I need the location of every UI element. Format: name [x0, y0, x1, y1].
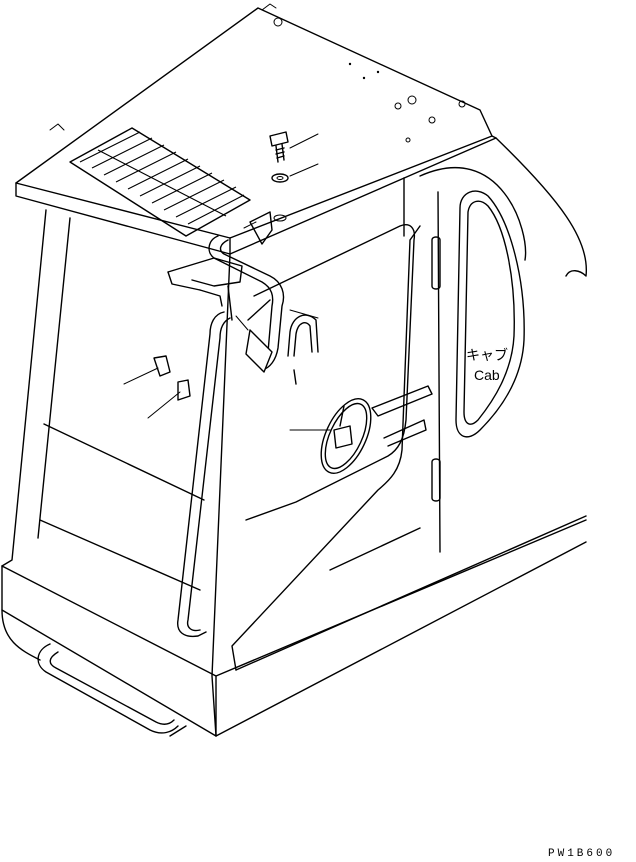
roof-panel: [15, 3, 497, 255]
clamp-part: [153, 355, 191, 401]
washer-part: [271, 173, 289, 222]
cab-label-japanese: キャブ: [466, 347, 508, 363]
rear-window: [431, 190, 525, 502]
leader-lines: [123, 133, 331, 431]
cab-side-body: [211, 137, 588, 737]
mounting-bracket: [243, 211, 273, 245]
drawing-code: PW1B600: [548, 848, 615, 860]
cab-label-english: Cab: [474, 367, 500, 383]
cab-door: [231, 224, 433, 671]
roof-pipe: [208, 235, 319, 385]
cab-base: [1, 565, 217, 737]
side-mirror: [320, 398, 372, 474]
bolt-part: [269, 131, 289, 163]
step-handrail: [37, 643, 187, 737]
roof-overhang: [167, 257, 243, 307]
grab-handrail: [177, 299, 271, 638]
roof-vent-grille: [69, 127, 251, 237]
